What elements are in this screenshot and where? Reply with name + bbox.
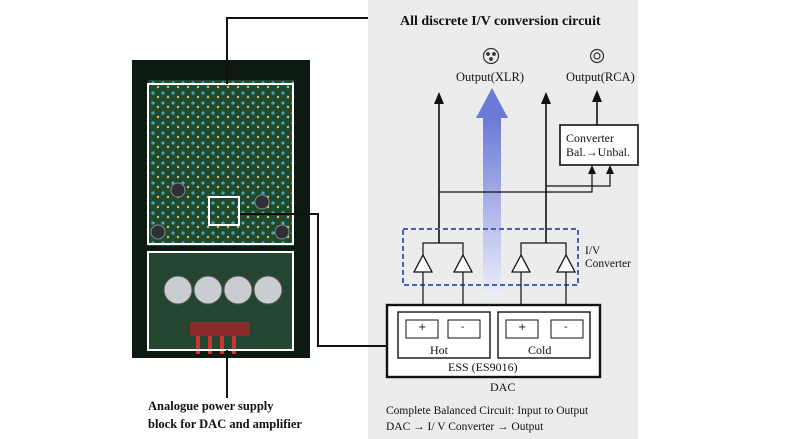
- signal-flow-arrow: [476, 88, 508, 296]
- output-lines: [438, 100, 598, 243]
- converter-box: [559, 124, 639, 166]
- rca-connector-icon: [589, 48, 605, 64]
- output-rca-label: Output(RCA): [566, 70, 635, 84]
- opamp-cold-plus: [510, 253, 532, 273]
- pcb-upper-board: [148, 80, 294, 246]
- pcb-photo: [132, 60, 310, 358]
- diagram-title: All discrete I/V conversion circuit: [400, 14, 601, 29]
- converter-feed-arrowheads: [588, 165, 614, 174]
- dac-hot-label: Hot: [430, 343, 448, 357]
- cold-minus-sign: -: [564, 322, 568, 333]
- pcb-highlight-power: [147, 251, 294, 351]
- iv-converter-dashed-box: [402, 228, 579, 286]
- pcb-capacitors: [150, 182, 290, 305]
- converter-label: Converter Bal.→Unbal.: [566, 131, 630, 159]
- output-xlr-label: Output(XLR): [456, 70, 525, 84]
- leader-dac: [240, 213, 387, 347]
- output-arrowheads: [434, 90, 602, 104]
- pcb-highlight-iv-chip: [208, 196, 240, 226]
- pcb-terminal-block: [190, 322, 250, 354]
- leader-title: [226, 17, 368, 84]
- opamp-hot-plus: [412, 253, 434, 273]
- leader-lines: [226, 17, 387, 398]
- hot-minus-sign: -: [461, 322, 465, 333]
- psu-caption-line1: Analogue power supply: [148, 399, 274, 413]
- iv-converter-label: I/V Converter: [585, 245, 631, 271]
- iv-label-line2: Converter: [585, 258, 631, 270]
- dac-terminal-boxes: [405, 319, 584, 339]
- dac-cold-label: Cold: [528, 343, 552, 357]
- psu-caption-line2: block for DAC and amplifier: [148, 417, 302, 431]
- opamp-hot-minus: [452, 253, 474, 273]
- converter-feed-lines: [439, 172, 611, 193]
- converter-label-line1: Converter: [566, 131, 614, 145]
- opamp-triangles: [412, 253, 577, 273]
- dac-label: DAC: [490, 380, 516, 394]
- pcb-highlight-upper: [147, 83, 294, 245]
- cold-plus-sign: +: [518, 322, 527, 333]
- converter-label-line2: Bal.→Unbal.: [566, 145, 630, 159]
- footer-line2: DAC → I/ V Converter → Output: [386, 421, 544, 433]
- footer-line1: Complete Balanced Circuit: Input to Outp…: [386, 405, 589, 417]
- xlr-connector-icon: [482, 47, 500, 65]
- dac-chip-label: ESS (ES9016): [448, 360, 518, 374]
- opamp-cold-minus: [555, 253, 577, 273]
- iv-label-line1: I/V: [585, 245, 601, 257]
- hot-plus-sign: +: [418, 322, 427, 333]
